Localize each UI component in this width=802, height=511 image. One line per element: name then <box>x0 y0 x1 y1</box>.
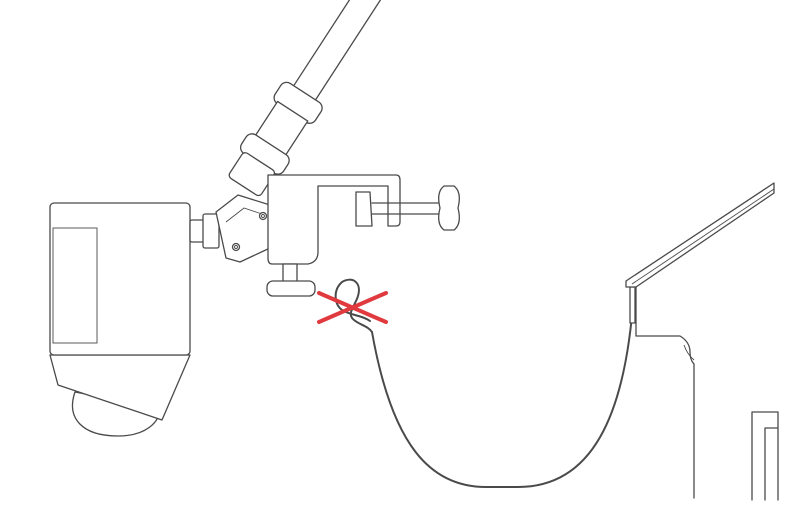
bracket-arm-edge <box>225 207 263 223</box>
bracket-arm <box>215 194 271 263</box>
c-clamp <box>266 174 460 297</box>
x-mark-stroke-2 <box>317 291 388 324</box>
fascia-trim-inner <box>683 344 695 361</box>
pole-upper-section <box>290 0 396 104</box>
gutter <box>334 278 636 488</box>
clamp-jaw <box>355 191 373 227</box>
house <box>625 182 779 501</box>
clamp-knob-stem <box>282 263 298 283</box>
adapter-bracket <box>215 194 271 263</box>
x-mark-icon <box>317 291 388 324</box>
gutter-trough <box>371 289 635 488</box>
gutter-back-flange <box>629 286 636 324</box>
screw-lower-inner <box>234 245 238 249</box>
screw-upper <box>258 211 268 221</box>
clamp-screw-rod <box>371 202 441 215</box>
floodlight-camera <box>49 202 220 437</box>
telescoping-pole <box>228 0 396 197</box>
camera-light-panel <box>52 227 98 344</box>
screw-lower <box>231 242 241 252</box>
window-frame-outer <box>751 411 779 501</box>
roof-edge <box>625 182 775 288</box>
clamp-t-handle <box>438 185 460 231</box>
camera-body <box>49 202 191 356</box>
window-frame-inner <box>764 427 779 501</box>
clamp-knob <box>266 280 316 297</box>
fascia-trim <box>635 286 695 499</box>
camera-joint-neck <box>202 213 220 249</box>
roof-edge-line <box>631 188 775 285</box>
camera-joint <box>189 219 205 243</box>
screw-upper-inner <box>261 214 265 218</box>
clamp-frame <box>267 174 401 265</box>
